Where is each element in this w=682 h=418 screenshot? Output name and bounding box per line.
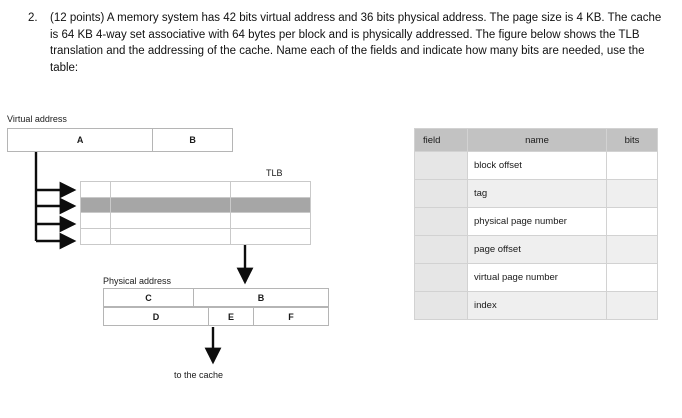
field-cell-bits[interactable]	[606, 179, 658, 208]
tlb-cell-tag	[111, 197, 231, 212]
field-cell-blank[interactable]	[414, 207, 468, 236]
tlb-cell-tag	[111, 182, 231, 197]
tlb-row-highlighted	[81, 197, 310, 213]
field-bits-table: field name bits block offset tag physica…	[414, 128, 658, 320]
field-cell-name: block offset	[467, 151, 607, 180]
table-row: physical page number	[414, 207, 658, 236]
tlb-cell-valid	[81, 228, 111, 244]
table-row: block offset	[414, 151, 658, 180]
tlb-cell-tag	[111, 213, 231, 228]
physical-address-field-f: F	[288, 311, 294, 322]
field-table-header-row: field name bits	[414, 128, 658, 152]
physical-address-field-e: E	[209, 308, 254, 325]
field-cell-blank[interactable]	[414, 235, 468, 264]
virtual-address-box: A B	[7, 128, 233, 152]
tlb-cell-tag	[111, 228, 231, 244]
question-block: 2. (12 points) A memory system has 42 bi…	[28, 10, 662, 76]
tlb-cell-ppn	[231, 198, 310, 213]
field-cell-blank[interactable]	[414, 291, 468, 320]
tlb-cell-valid	[81, 213, 111, 228]
tlb-cell-valid	[81, 182, 111, 197]
tlb-cell-ppn	[231, 229, 310, 245]
tlb-row	[81, 182, 310, 198]
field-cell-bits[interactable]	[606, 207, 658, 236]
field-cell-name: index	[467, 291, 607, 320]
field-cell-name: virtual page number	[467, 263, 607, 292]
field-cell-blank[interactable]	[414, 151, 468, 180]
physical-address-box: C B D E F	[103, 288, 329, 326]
field-table-header-field: field	[414, 128, 468, 152]
tlb-label: TLB	[266, 168, 283, 178]
field-cell-name: page offset	[467, 235, 607, 264]
field-cell-bits[interactable]	[606, 151, 658, 180]
question-number: 2.	[28, 12, 38, 24]
virtual-address-field-b: B	[189, 135, 196, 145]
field-table-header-name: name	[467, 128, 607, 152]
virtual-address-label: Virtual address	[7, 114, 67, 124]
field-cell-blank[interactable]	[414, 263, 468, 292]
address-translation-diagram: Virtual address A B TLB Physical address	[7, 114, 329, 380]
tlb-cell-ppn	[231, 182, 310, 197]
to-the-cache-label: to the cache	[174, 370, 224, 380]
table-row: index	[414, 291, 658, 320]
table-row: tag	[414, 179, 658, 208]
physical-address-row-bottom: D E F	[103, 307, 329, 326]
table-row: virtual page number	[414, 263, 658, 292]
tlb-table	[80, 181, 311, 245]
physical-address-row-top: C B	[103, 288, 329, 307]
field-cell-name: tag	[467, 179, 607, 208]
physical-address-label: Physical address	[103, 276, 172, 286]
question-text: (12 points) A memory system has 42 bits …	[50, 12, 662, 74]
field-cell-bits[interactable]	[606, 291, 658, 320]
tlb-row	[81, 213, 310, 229]
tlb-cell-ppn	[231, 213, 310, 228]
field-cell-blank[interactable]	[414, 179, 468, 208]
physical-address-field-d: D	[104, 308, 209, 325]
virtual-address-field-a: A	[8, 129, 154, 151]
physical-address-field-b: B	[257, 292, 265, 303]
field-cell-bits[interactable]	[606, 235, 658, 264]
physical-address-field-c: C	[104, 289, 194, 306]
tlb-cell-valid	[81, 197, 111, 212]
tlb-row	[81, 228, 310, 245]
field-cell-bits[interactable]	[606, 263, 658, 292]
field-table-header-bits: bits	[606, 128, 658, 152]
field-cell-name: physical page number	[467, 207, 607, 236]
table-row: page offset	[414, 235, 658, 264]
